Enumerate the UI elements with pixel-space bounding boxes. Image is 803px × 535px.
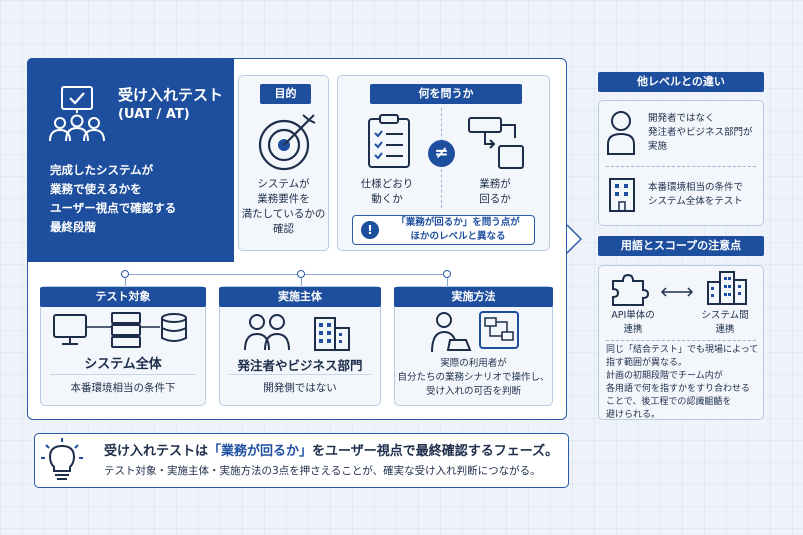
system-line: システム間 [701,310,749,321]
exclamation-icon: ! [361,221,379,239]
test-target-headline: システム全体 [84,357,162,372]
note-line: 各用語で何を指すかをすり合わせる [606,384,751,394]
purpose-line: 満たしているかの [241,208,326,220]
target-icon [258,114,316,171]
summary-line2: テスト対象・実施主体・実施方法の3点を押さえることが、確実な受け入れ判断につなが… [104,465,541,477]
other-levels-item2: 本番環境相当の条件で システム全体をテスト [648,181,743,209]
ask-left-line: 仕様どおり [360,178,414,190]
hero-desc-line: 完成したシステムが [50,163,154,177]
divider [229,374,371,375]
ask-right-line: 業務が [479,178,511,190]
purpose-line: 確認 [273,223,294,235]
puzzle-icon [612,273,649,306]
purpose-label: 目的 [260,84,311,104]
divider [50,374,196,375]
test-target-label: テスト対象 [40,287,206,307]
divider [606,166,756,167]
item1-line: 開発者ではなく [648,113,715,124]
system-line: 連携 [715,324,735,335]
pointer-arrow [566,224,582,254]
hero-desc-line: 業務で使えるかを [50,182,142,196]
divider [606,340,756,341]
building-icon [609,178,635,212]
hero-desc-line: 最終段階 [50,220,96,234]
ask-right-text: 業務が 回るか [460,177,530,207]
summary-highlight: 「業務が回るか」 [208,444,313,459]
connector-stub [447,278,448,288]
hero-description: 完成したシステムが 業務で使えるかを ユーザー視点で確認する 最終段階 [50,161,230,237]
callout-line: ほかのレベルと異なる [410,231,506,242]
api-text: API単体の 連携 [598,309,668,337]
lightbulb-icon [41,438,83,480]
method-label: 実施方法 [394,287,553,307]
person-icon [607,111,635,155]
note-line: 避けられる。 [606,410,661,420]
summary-pre: 受け入れテストは [104,444,209,459]
checklist-icon [368,114,410,168]
note-line: 指す範囲が異なる。 [606,358,688,368]
executor-headline: 発注者やビジネス部門 [237,358,363,373]
summary-line1: 受け入れテストは「業務が回るか」をユーザー視点で最終確認するフェーズ。 [104,440,558,459]
note-line: 同じ「結合テスト」でも現場によって [606,345,759,355]
connector-node [297,270,305,278]
buildings-icon [707,271,747,305]
not-equal-badge: ≠ [428,140,455,167]
hero-desc-line: ユーザー視点で確認する [50,201,177,215]
api-line: 連携 [623,324,643,335]
method-text: 実際の利用者が 自分たちの業務シナリオで操作し、 受け入れの可否を判断 [394,357,553,399]
executor-sub: 開発側ではない [263,382,337,394]
system-text: システム間 連携 [690,309,760,337]
note-line: 計画の初期段階でチーム内が [606,371,723,381]
user-check-group-icon [49,86,105,142]
test-target-sub: 本番環境相当の条件下 [70,382,176,394]
summary-box [34,433,569,488]
note-line: ことで、後工程での認識齟齬を [606,397,732,407]
callout-line: 「業務が回るか」を問う点が [396,217,520,228]
double-arrow-icon [660,287,694,297]
method-line: 自分たちの業務シナリオで操作し、 [397,372,550,383]
ask-label: 何を問うか [370,84,522,104]
connector-node [443,270,451,278]
terms-scope-card [598,265,764,420]
executor-label: 実施主体 [219,287,381,307]
purpose-line: システムが [257,178,310,190]
ask-right-line: 回るか [479,193,511,205]
ask-left-text: 仕様どおり 動くか [352,177,422,207]
item1-line: 実施 [648,141,668,152]
other-levels-item1: 開発者ではなく 発注者やビジネス部門が 実施 [648,112,753,154]
item2-line: 本番環境相当の条件で [648,182,744,193]
method-line: 受け入れの可否を判断 [425,386,521,397]
flow-icon [468,117,524,169]
method-line: 実際の利用者が [440,358,507,369]
hero-subtitle: (UAT / AT) [118,107,190,122]
callout-text: 「業務が回るか」を問う点が ほかのレベルと異なる [383,216,533,244]
item1-line: 発注者やビジネス部門が [648,127,753,138]
purpose-text: システムが 業務要件を 満たしているかの 確認 [238,177,329,237]
hero-title: 受け入れテスト [118,86,224,104]
terms-note: 同じ「結合テスト」でも現場によって 指す範囲が異なる。 計画の初期段階でチーム内… [606,344,758,422]
connector-stub [125,278,126,288]
people-building-icon [244,314,350,351]
user-laptop-scenario-icon [431,311,519,353]
connector-line [125,274,447,275]
connector-stub [301,278,302,288]
connector-node [121,270,129,278]
callout-box [352,215,535,245]
other-levels-label: 他レベルとの違い [598,72,764,92]
summary-post: をユーザー視点で最終確認するフェーズ。 [312,444,559,459]
computer-server-database-icon [53,312,187,348]
ask-left-line: 動くか [371,193,403,205]
purpose-line: 業務要件を [257,193,310,205]
item2-line: システム全体をテスト [648,196,743,207]
terms-scope-label: 用語とスコープの注意点 [598,236,764,256]
purpose-card [238,75,329,251]
api-line: API単体の [611,310,655,321]
